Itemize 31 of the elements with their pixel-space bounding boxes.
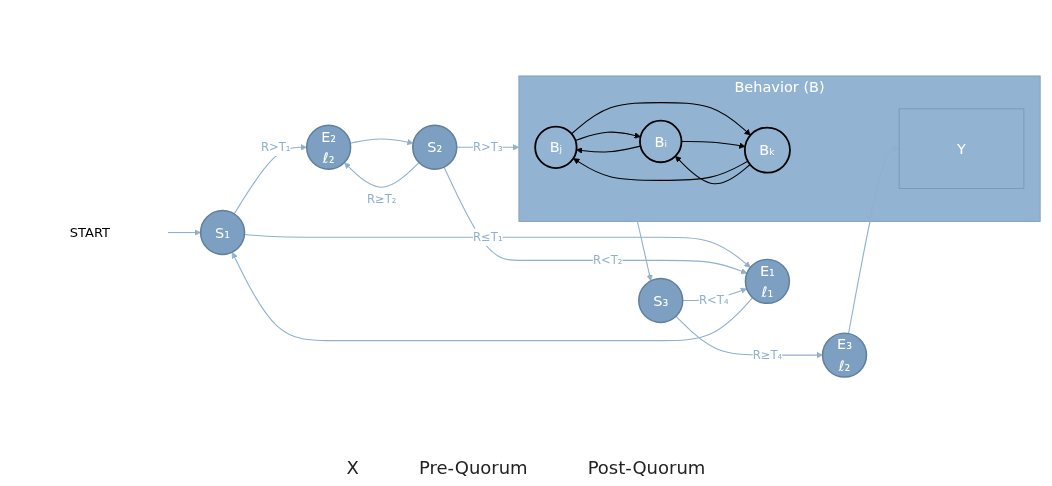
section-label: Pre-Quorum [418,457,528,478]
node-circle: E₁ ℓ₁ [744,258,791,305]
edge-label: R≥T₄ [752,347,783,362]
node-circle: E₂ ℓ₂ [305,124,352,170]
node-text: START [69,224,110,241]
edge-label: R<T₄ [699,293,729,308]
edge-label: R>T₁ [260,140,291,154]
arrow [636,220,653,282]
edge-label: R>T₃ [473,140,503,154]
arrow [675,155,751,185]
arrow [167,229,201,236]
arrow [571,102,751,136]
arrow [443,166,748,275]
node-circle: Bᵢ [639,119,683,164]
arrow [573,158,749,181]
node-circle: Bⱼ [534,125,578,169]
node-box: Y [898,108,1025,189]
region-label: X [346,457,359,478]
edge-label: R≥T₂ [366,191,397,206]
arrow [349,138,414,146]
node-circle: E₃ ℓ₂ [821,332,868,378]
section-label: Post-Quorum [587,457,706,478]
arrow [574,131,641,142]
edge-label: R≤T₁ [473,229,503,244]
arrow [231,252,754,342]
node-circle: S₂ [412,124,458,171]
arrow [344,162,420,188]
node-circle: S₁ [199,209,246,256]
node-circle: Bₖ [743,126,791,174]
node-circle: S₃ [638,277,684,324]
edge-label: R<T₂ [592,253,623,267]
